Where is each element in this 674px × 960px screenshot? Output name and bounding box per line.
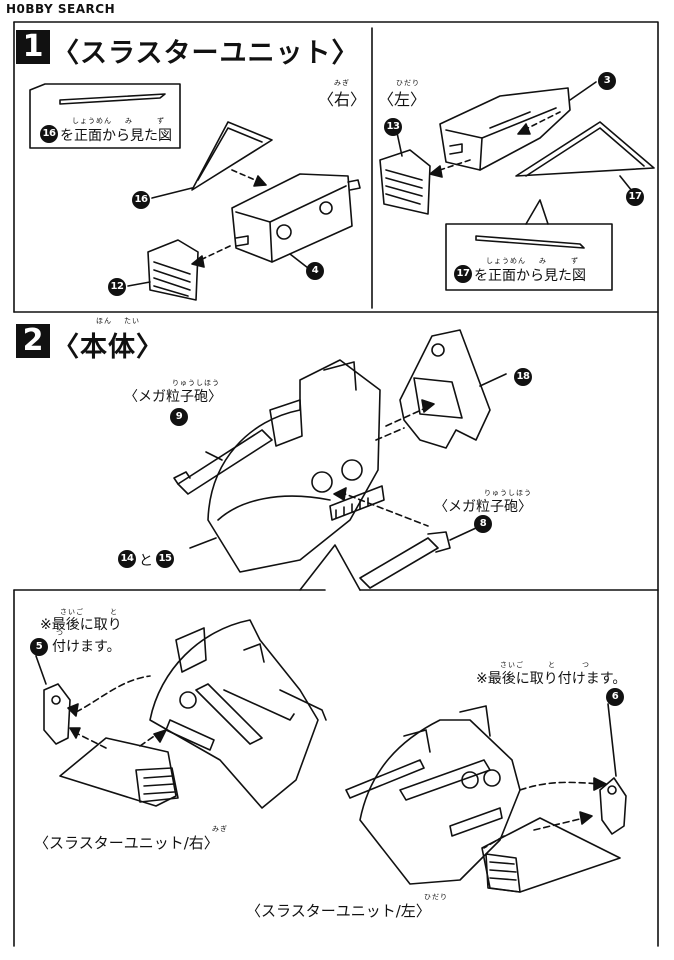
fv-left-ruby1: しょうめん xyxy=(486,257,526,265)
front-view-shape-left xyxy=(475,235,585,249)
and-label: と xyxy=(139,553,153,569)
part-16-badge: 16 xyxy=(40,125,58,143)
fv-left-text: を正面から見た図 xyxy=(474,268,586,284)
bottom-left-body xyxy=(149,619,319,809)
part-9-badge: 9 xyxy=(170,408,188,426)
cannon-left-ruby: りゅうしほう xyxy=(172,379,220,387)
cannon-right-ruby: りゅうしほう xyxy=(484,489,532,497)
part16-wing xyxy=(191,121,273,191)
step1-right-label: 〈右〉 xyxy=(318,90,367,109)
part6-pad xyxy=(599,777,627,835)
bottom-left-thruster xyxy=(59,737,177,807)
thruster-left-label: 〈スラスターユニット/左〉 xyxy=(246,902,431,920)
part-3-badge: 3 xyxy=(598,72,616,90)
fv-right-text: を正面から見た図 xyxy=(60,128,172,144)
part-13-badge: 13 xyxy=(384,118,402,136)
part3-block xyxy=(439,87,571,171)
part5-pad xyxy=(43,683,71,745)
fv-right-ruby3: ず xyxy=(157,117,165,125)
note-left-ruby2: と xyxy=(110,608,118,616)
part-5-badge: 5 xyxy=(30,638,48,656)
bottom-right-body xyxy=(359,719,521,885)
part-4-badge: 4 xyxy=(306,262,324,280)
note-left-line1: ※最後に取り xyxy=(40,617,122,633)
note-left-line2: 付けます。 xyxy=(52,639,121,655)
cannon-left-label: 〈メガ粒子砲〉 xyxy=(124,389,222,405)
note-right-ruby1: さいご xyxy=(500,661,524,669)
part13-grille xyxy=(379,149,431,215)
bottom-right-thruster xyxy=(481,817,621,893)
main-body xyxy=(207,359,381,573)
front-view-box-right xyxy=(29,83,181,149)
part4-block xyxy=(231,173,353,263)
fv-left-ruby3: ず xyxy=(571,257,579,265)
step2-title-ruby2: たい xyxy=(124,317,140,325)
part18-frame xyxy=(399,329,491,449)
part17-wing xyxy=(515,121,655,177)
step1-left-ruby: ひだり xyxy=(396,79,420,87)
part-14-badge: 14 xyxy=(118,550,136,568)
step1-number: 1 xyxy=(16,30,50,64)
part-12-badge: 12 xyxy=(108,278,126,296)
step2-title-ruby1: ほん xyxy=(96,317,112,325)
cannon-right-label: 〈メガ粒子砲〉 xyxy=(434,499,532,515)
part12-grille xyxy=(147,239,199,301)
front-view-box-left xyxy=(445,223,613,291)
step1-title: 〈スラスターユニット〉 xyxy=(52,38,360,69)
step2-number: 2 xyxy=(16,324,50,358)
watermark: H0BBY SEARCH xyxy=(6,2,116,16)
part-8-badge: 8 xyxy=(474,515,492,533)
frame-top-right xyxy=(13,21,659,947)
step1-right-ruby: みぎ xyxy=(334,79,350,87)
thruster-right-label: 〈スラスターユニット/右〉 xyxy=(34,834,219,852)
part-17-badge: 17 xyxy=(626,188,644,206)
fv-right-ruby1: しょうめん xyxy=(72,117,112,125)
callout-pointer xyxy=(299,544,361,591)
fv-left-ruby2: み xyxy=(539,257,547,265)
note-right-ruby2: と xyxy=(548,661,556,669)
part-15-badge: 15 xyxy=(156,550,174,568)
front-view-shape-right xyxy=(59,93,166,105)
note-right-ruby3: つ xyxy=(582,661,590,669)
part-18-badge: 18 xyxy=(514,368,532,386)
note-left-ruby1: さいご xyxy=(60,608,84,616)
mega-cannon-8 xyxy=(359,537,439,589)
note-left-ruby3: つ xyxy=(56,629,64,637)
thruster-right-ruby: みぎ xyxy=(212,825,228,833)
mega-cannon-9 xyxy=(177,429,273,495)
note-right-text: ※最後に取り付けます。 xyxy=(476,671,627,687)
step1-left-label: 〈左〉 xyxy=(378,90,427,109)
part-6-badge: 6 xyxy=(606,688,624,706)
part-16-badge-b: 16 xyxy=(132,191,150,209)
part-17-badge-b: 17 xyxy=(454,265,472,283)
step2-title: 〈本体〉 xyxy=(52,332,164,363)
fv-right-ruby2: み xyxy=(125,117,133,125)
thruster-left-ruby: ひだり xyxy=(424,893,448,901)
